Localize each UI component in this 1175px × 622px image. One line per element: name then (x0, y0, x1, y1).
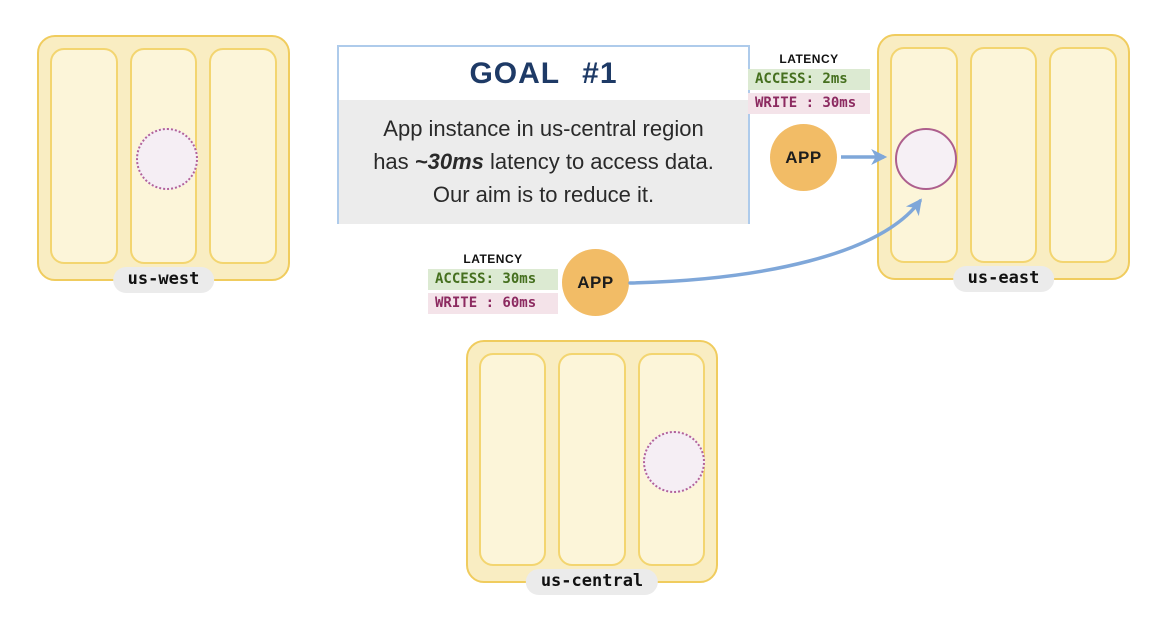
rack-column (558, 353, 626, 566)
latency-title: LATENCY (463, 252, 523, 266)
rack-columns (479, 353, 705, 566)
region-us-central: us-central (466, 340, 718, 595)
access-latency-badge: ACCESS: 2ms (748, 69, 870, 90)
goal-line-2: has ~30ms latency to access data. (373, 149, 714, 174)
region-label-us-central: us-central (525, 569, 659, 595)
rack-columns (50, 48, 278, 264)
rack-column (1049, 47, 1118, 263)
region-label-us-west: us-west (112, 267, 215, 293)
region-label-us-east: us-east (952, 266, 1055, 292)
app-label: APP (785, 147, 822, 167)
goal-line-3: Our aim is to reduce it. (432, 182, 655, 207)
rack-column (969, 47, 1038, 263)
goal-body-text: App instance in us-central region has ~3… (339, 100, 748, 224)
goal-callout: GOAL #1 App instance in us-central regio… (337, 45, 750, 224)
rack-column (479, 353, 547, 566)
write-latency-badge: WRITE : 60ms (428, 293, 558, 314)
app-instance-us-central: APP (562, 249, 629, 316)
goal-title-word: GOAL (469, 56, 561, 90)
latency-block-us-east: LATENCY ACCESS: 2ms WRITE : 30ms (748, 52, 870, 117)
goal-latency-emphasis: ~30ms (414, 149, 484, 174)
goal-line-1: App instance in us-central region (383, 116, 704, 141)
data-placeholder-circle-us-central (643, 431, 705, 493)
goal-title-number: #1 (582, 56, 618, 90)
write-latency-badge: WRITE : 30ms (748, 93, 870, 114)
rack-column (50, 48, 118, 264)
rack-column (209, 48, 278, 264)
latency-title: LATENCY (779, 52, 839, 66)
app-instance-near-us-east: APP (770, 124, 837, 191)
app-label: APP (577, 272, 614, 292)
goal-title: GOAL #1 (339, 47, 748, 100)
latency-block-us-central: LATENCY ACCESS: 30ms WRITE : 60ms (428, 252, 558, 317)
data-circle-us-east (895, 128, 957, 190)
access-latency-badge: ACCESS: 30ms (428, 269, 558, 290)
region-us-west: us-west (37, 35, 290, 293)
region-us-east: us-east (877, 34, 1130, 292)
data-placeholder-circle-us-west (136, 128, 198, 190)
